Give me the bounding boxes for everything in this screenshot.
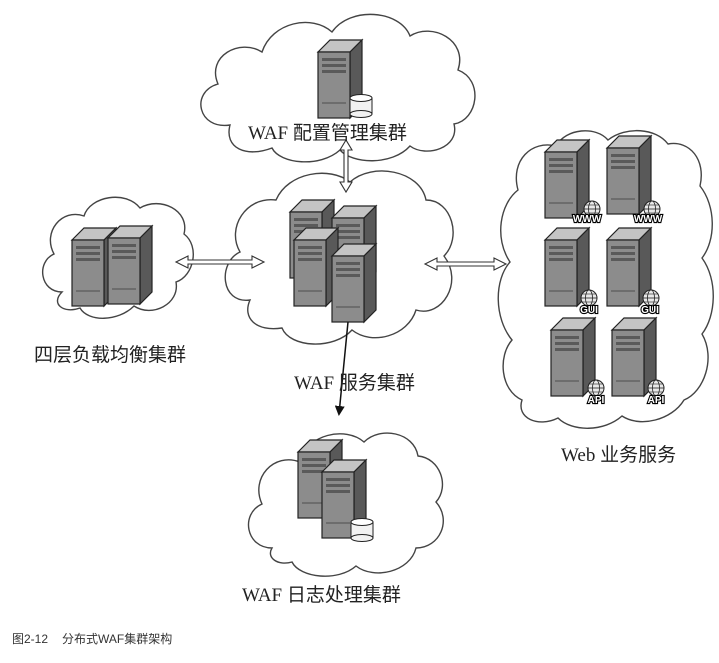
config-service-connector [339, 138, 353, 194]
lb-cluster-label: 四层负载均衡集群 [34, 345, 187, 366]
database-icon [350, 518, 374, 542]
service-server-icon [293, 227, 339, 307]
globe-icon [647, 379, 665, 397]
globe-icon [587, 379, 605, 397]
lb-server-icon [107, 225, 153, 305]
figure-caption: 图2-12 分布式WAF集群架构 [12, 630, 172, 647]
server-badge: GUI [641, 305, 659, 316]
service-server-icon [331, 243, 377, 323]
figure-number: 图2-12 [12, 632, 49, 646]
server-badge: GUI [580, 305, 598, 316]
figure-title: 分布式WAF集群架构 [62, 632, 173, 646]
service-log-arrow [334, 321, 349, 416]
server-badge: WWW [634, 214, 663, 225]
log-cluster-label: WAF 日志处理集群 [242, 585, 401, 606]
web-services-label: Web 业务服务 [561, 445, 677, 466]
www-server-icon [606, 135, 652, 215]
server-badge: WWW [573, 214, 602, 225]
service-web-connector [423, 257, 508, 271]
server-badge: API [588, 395, 605, 406]
globe-icon [642, 289, 660, 307]
service-cluster-label: WAF 服务集群 [294, 373, 415, 394]
globe-icon [580, 289, 598, 307]
www-server-icon [544, 139, 590, 219]
config-cluster-label: WAF 配置管理集群 [248, 123, 407, 144]
server-badge: API [648, 395, 665, 406]
database-icon [349, 94, 373, 118]
lb-service-connector [174, 255, 266, 269]
web-cloud [497, 129, 714, 429]
